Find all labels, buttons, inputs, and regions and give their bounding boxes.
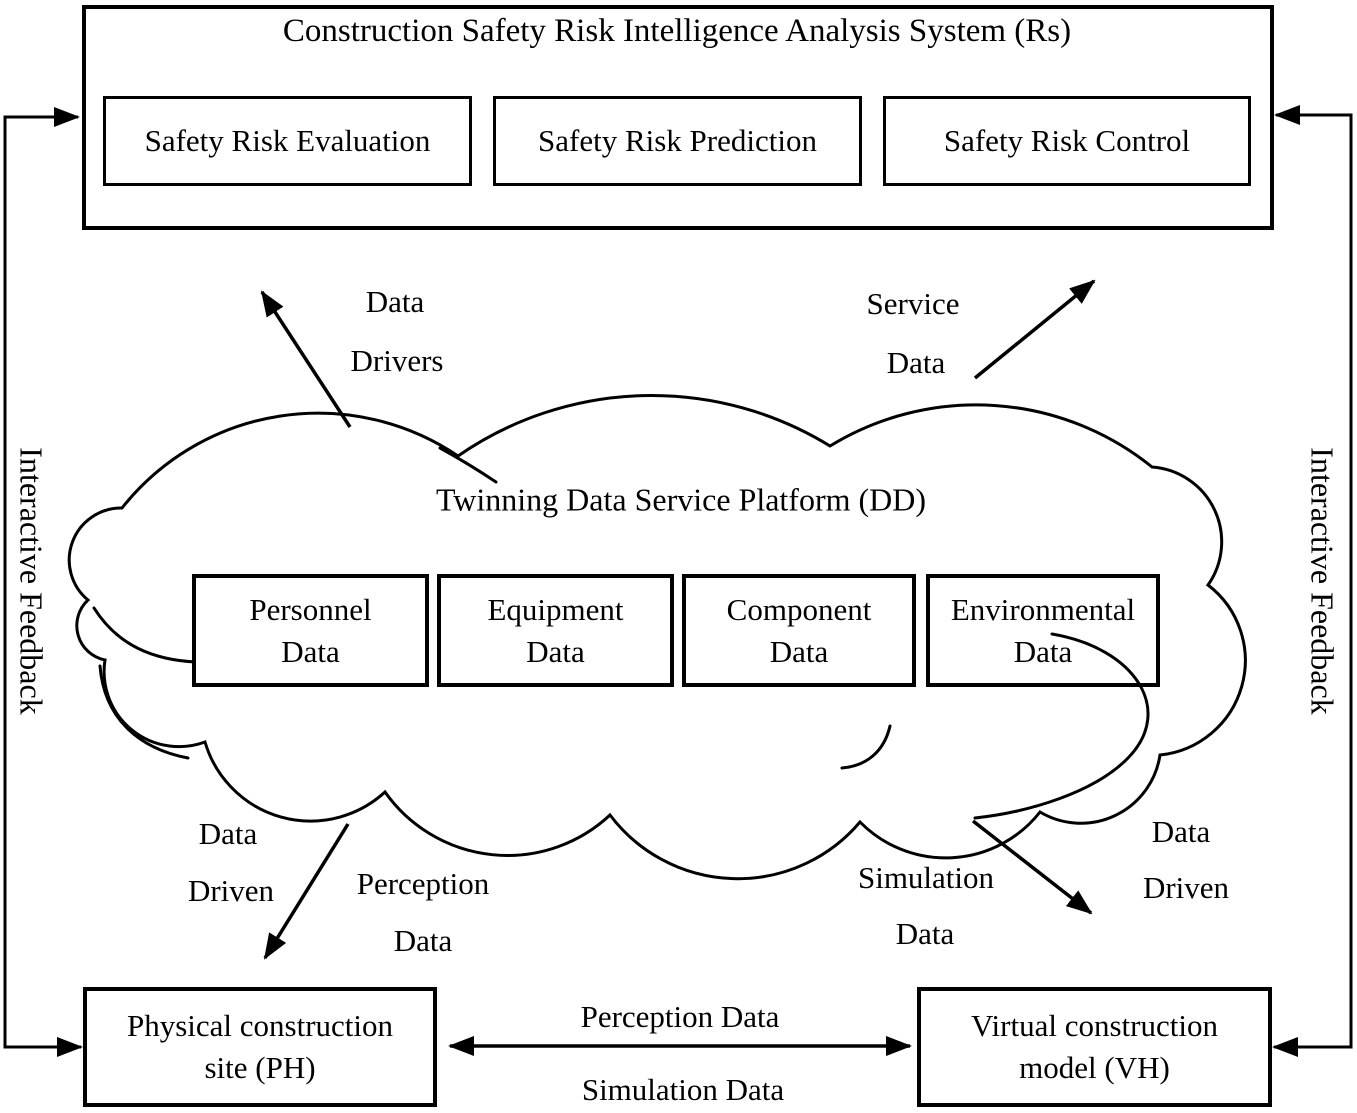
cloud-title: Twinning Data Service Platform (DD)	[435, 481, 927, 518]
service-data-label-line2: Data	[886, 345, 946, 381]
cloud-inner-arc-top	[438, 446, 498, 484]
data-driven-left-arrow	[263, 823, 350, 960]
physical-construction-site-label: Physical construction site (PH)	[126, 1008, 394, 1085]
interactive-feedback-line-right	[1272, 105, 1353, 1057]
equipment-data-box: Equipment Data	[437, 574, 674, 687]
cloud-inner-arc-left-lower	[98, 664, 190, 760]
component-data-label: Component Data	[726, 591, 872, 669]
interactive-feedback-line-left	[3, 107, 83, 1057]
flow-arrows	[260, 279, 1096, 1056]
data-drivers-label-line2: Drivers	[350, 343, 444, 379]
perception-data-mid-label-line2: Data	[393, 923, 453, 959]
cloud-inner-arc-left-upper	[92, 606, 198, 664]
data-driven-right-label-line2: Driven	[1142, 870, 1230, 906]
simulation-data-mid-label-line2: Data	[895, 916, 955, 952]
simulation-data-bottom-label: Simulation Data	[581, 1072, 785, 1108]
data-drivers-arrow	[260, 290, 352, 428]
personnel-data-box: Personnel Data	[192, 574, 429, 687]
safety-risk-evaluation-box: Safety Risk Evaluation	[103, 96, 472, 186]
safety-risk-control-box: Safety Risk Control	[883, 96, 1251, 186]
data-driven-right-arrow	[971, 819, 1093, 915]
virtual-construction-model-label: Virtual construction model (VH)	[971, 1008, 1218, 1085]
data-driven-left-label-line2: Driven	[187, 873, 275, 909]
environmental-data-box: Environmental Data	[926, 574, 1160, 687]
data-driven-left-label-line1: Data	[198, 816, 258, 852]
equipment-data-label: Equipment Data	[487, 591, 624, 669]
rs-system-box	[82, 5, 1274, 230]
environmental-data-label: Environmental Data	[950, 591, 1136, 669]
cloud-inner-arc-bottom-cusp	[840, 724, 892, 770]
safety-risk-prediction-label: Safety Risk Prediction	[538, 123, 817, 159]
service-data-label-line1: Service	[866, 286, 960, 322]
personnel-data-label: Personnel Data	[249, 591, 372, 669]
service-data-arrow	[973, 279, 1096, 380]
data-drivers-label-line1: Data	[365, 284, 425, 320]
simulation-data-mid-label-line1: Simulation	[857, 860, 995, 896]
component-data-box: Component Data	[682, 574, 916, 687]
perception-data-mid-label-line1: Perception	[356, 866, 490, 902]
perception-data-bottom-label: Perception Data	[580, 999, 780, 1035]
interactive-feedback-label-right: Interactive Feedback	[1304, 447, 1341, 715]
interactive-feedback-label-left: Interactive Feedback	[13, 447, 50, 715]
physical-construction-site-box: Physical construction site (PH)	[83, 987, 437, 1107]
safety-risk-prediction-box: Safety Risk Prediction	[493, 96, 862, 186]
safety-risk-evaluation-label: Safety Risk Evaluation	[144, 123, 431, 159]
safety-risk-control-label: Safety Risk Control	[943, 123, 1191, 159]
rs-system-title: Construction Safety Risk Intelligence An…	[282, 13, 1072, 50]
data-driven-right-label-line1: Data	[1151, 814, 1211, 850]
virtual-construction-model-box: Virtual construction model (VH)	[917, 987, 1272, 1107]
